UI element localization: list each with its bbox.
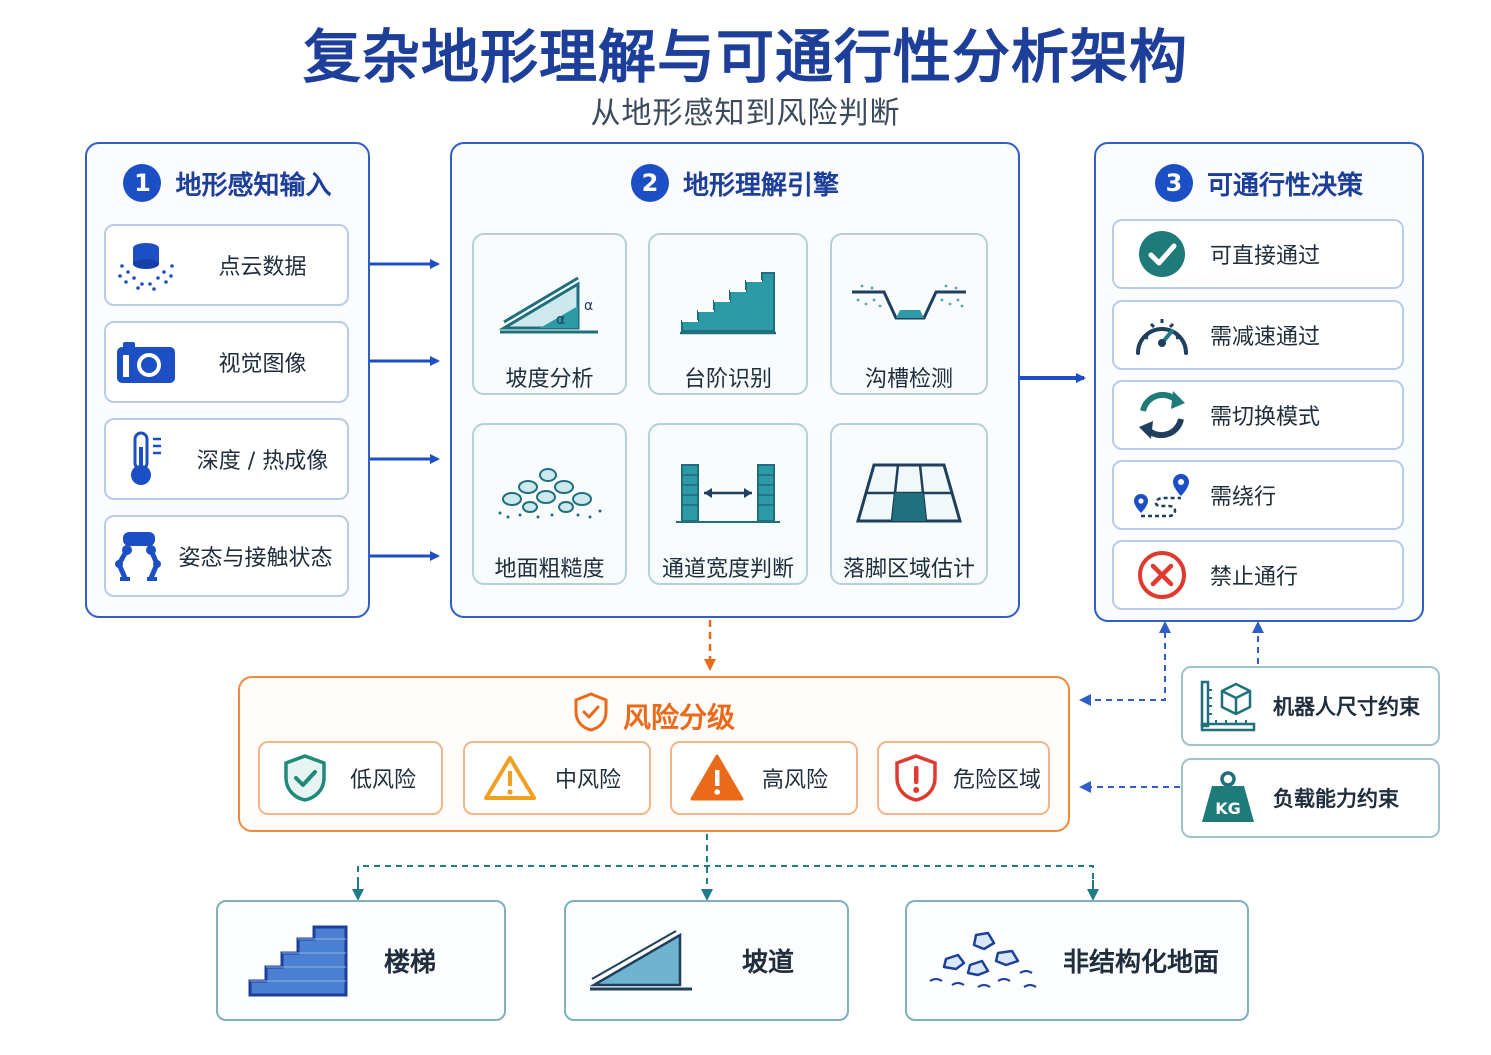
- svg-text:α: α: [556, 312, 565, 328]
- decision-label: 需切换模式: [1210, 405, 1321, 430]
- constraint-payload[interactable]: KG 负载能力约束: [1181, 758, 1440, 838]
- engine-card-ditch[interactable]: 沟槽检测: [830, 233, 988, 395]
- speedometer-icon: [1114, 311, 1210, 359]
- risk-label: 低风险: [350, 768, 417, 793]
- input-label: 视觉图像: [218, 352, 307, 377]
- page-title: 复杂地形理解与可通行性分析架构: [302, 23, 1188, 91]
- engine-label: 沟槽检测: [864, 367, 953, 392]
- engine-label: 台阶识别: [683, 367, 772, 392]
- rough-ground-icon: [494, 447, 606, 539]
- passage-width-icon: [674, 447, 782, 539]
- constraint-robot-size[interactable]: 机器人尺寸约束: [1181, 666, 1440, 746]
- shield-check-icon: [573, 692, 609, 739]
- foothold-grid-icon: [854, 447, 964, 539]
- decision-title: 可通行性决策: [1206, 170, 1363, 201]
- step-badge: 1: [123, 164, 162, 202]
- shield-alert-icon: [879, 753, 953, 803]
- engine-header: 2 地形理解引擎: [452, 164, 1018, 202]
- slope-angle-icon: α α: [498, 257, 602, 349]
- input-label: 深度 / 热成像: [196, 449, 329, 474]
- risk-label: 高风险: [762, 768, 829, 793]
- thermometer-icon: [106, 429, 186, 489]
- decision-label: 需绕行: [1210, 485, 1277, 510]
- page-subtitle: 从地形感知到风险判断: [590, 96, 901, 131]
- constraint-label: 负载能力约束: [1273, 787, 1399, 811]
- terrain-label: 非结构化地面: [1063, 948, 1220, 978]
- risk-title: 风险分级: [622, 700, 735, 734]
- stairs-block-icon: [238, 925, 358, 997]
- risk-medium[interactable]: 中风险: [463, 741, 651, 815]
- decision-slow[interactable]: 需减速通过: [1112, 300, 1404, 370]
- engine-label: 坡度分析: [505, 367, 594, 392]
- detour-route-icon: [1114, 470, 1210, 520]
- ditch-icon: [850, 257, 968, 349]
- engine-card-foothold[interactable]: 落脚区域估计: [830, 423, 988, 585]
- input-card-depth-thermal[interactable]: 深度 / 热成像: [104, 418, 349, 500]
- engine-label: 落脚区域估计: [842, 557, 975, 582]
- risk-header: 风险分级: [240, 692, 1068, 739]
- switch-cycle-icon: [1114, 389, 1210, 441]
- input-card-pose-contact[interactable]: 姿态与接触状态: [104, 515, 349, 597]
- warning-outline-icon: [465, 754, 555, 802]
- terrain-ramp[interactable]: 坡道: [564, 900, 849, 1021]
- risk-high[interactable]: 高风险: [670, 741, 858, 815]
- perception-title: 地形感知输入: [175, 170, 332, 201]
- svg-text:α: α: [584, 298, 593, 314]
- perception-header: 1 地形感知输入: [87, 164, 368, 202]
- input-card-point-cloud[interactable]: 点云数据: [104, 224, 349, 306]
- decision-detour[interactable]: 需绕行: [1112, 460, 1404, 530]
- warning-filled-icon: [672, 753, 762, 803]
- forbidden-x-icon: [1114, 549, 1210, 601]
- engine-label: 地面粗糙度: [494, 557, 605, 582]
- terrain-label: 楼梯: [384, 948, 437, 978]
- rocks-icon: [923, 929, 1049, 993]
- risk-low[interactable]: 低风险: [258, 741, 443, 815]
- legged-robot-icon: [106, 528, 172, 584]
- shield-check-green-icon: [260, 753, 350, 803]
- svg-text:KG: KG: [1215, 799, 1241, 818]
- step-badge: 3: [1154, 164, 1193, 202]
- risk-label: 危险区域: [953, 768, 1042, 793]
- decision-switch-mode[interactable]: 需切换模式: [1112, 380, 1404, 450]
- camera-icon: [106, 339, 186, 385]
- decision-label: 可直接通过: [1210, 244, 1321, 269]
- engine-label: 通道宽度判断: [661, 557, 794, 582]
- kg-weight-icon: KG: [1183, 770, 1273, 826]
- ramp-icon: [582, 929, 702, 993]
- risk-label: 中风险: [555, 768, 622, 793]
- decision-pass[interactable]: 可直接通过: [1112, 219, 1404, 289]
- check-circle-icon: [1114, 229, 1210, 279]
- step-badge: 2: [630, 164, 669, 202]
- engine-title: 地形理解引擎: [682, 170, 839, 201]
- decision-header: 3 可通行性决策: [1096, 164, 1422, 202]
- engine-card-passage-width[interactable]: 通道宽度判断: [648, 423, 808, 585]
- engine-card-slope[interactable]: α α 坡度分析: [472, 233, 627, 395]
- engine-card-roughness[interactable]: 地面粗糙度: [472, 423, 627, 585]
- constraint-label: 机器人尺寸约束: [1273, 695, 1420, 719]
- engine-card-stairs[interactable]: 台阶识别: [648, 233, 808, 395]
- point-cloud-icon: [106, 238, 186, 292]
- terrain-unstructured[interactable]: 非结构化地面: [905, 900, 1249, 1021]
- decision-label: 需减速通过: [1210, 325, 1321, 350]
- input-label: 姿态与接触状态: [178, 546, 333, 571]
- terrain-stairs[interactable]: 楼梯: [216, 900, 506, 1021]
- input-card-camera[interactable]: 视觉图像: [104, 321, 349, 403]
- stairs-icon: [678, 257, 778, 349]
- input-label: 点云数据: [218, 255, 307, 280]
- ruler-box-icon: [1183, 678, 1273, 734]
- decision-forbidden[interactable]: 禁止通行: [1112, 540, 1404, 610]
- decision-label: 禁止通行: [1210, 565, 1299, 590]
- terrain-label: 坡道: [742, 948, 795, 978]
- risk-danger-zone[interactable]: 危险区域: [877, 741, 1050, 815]
